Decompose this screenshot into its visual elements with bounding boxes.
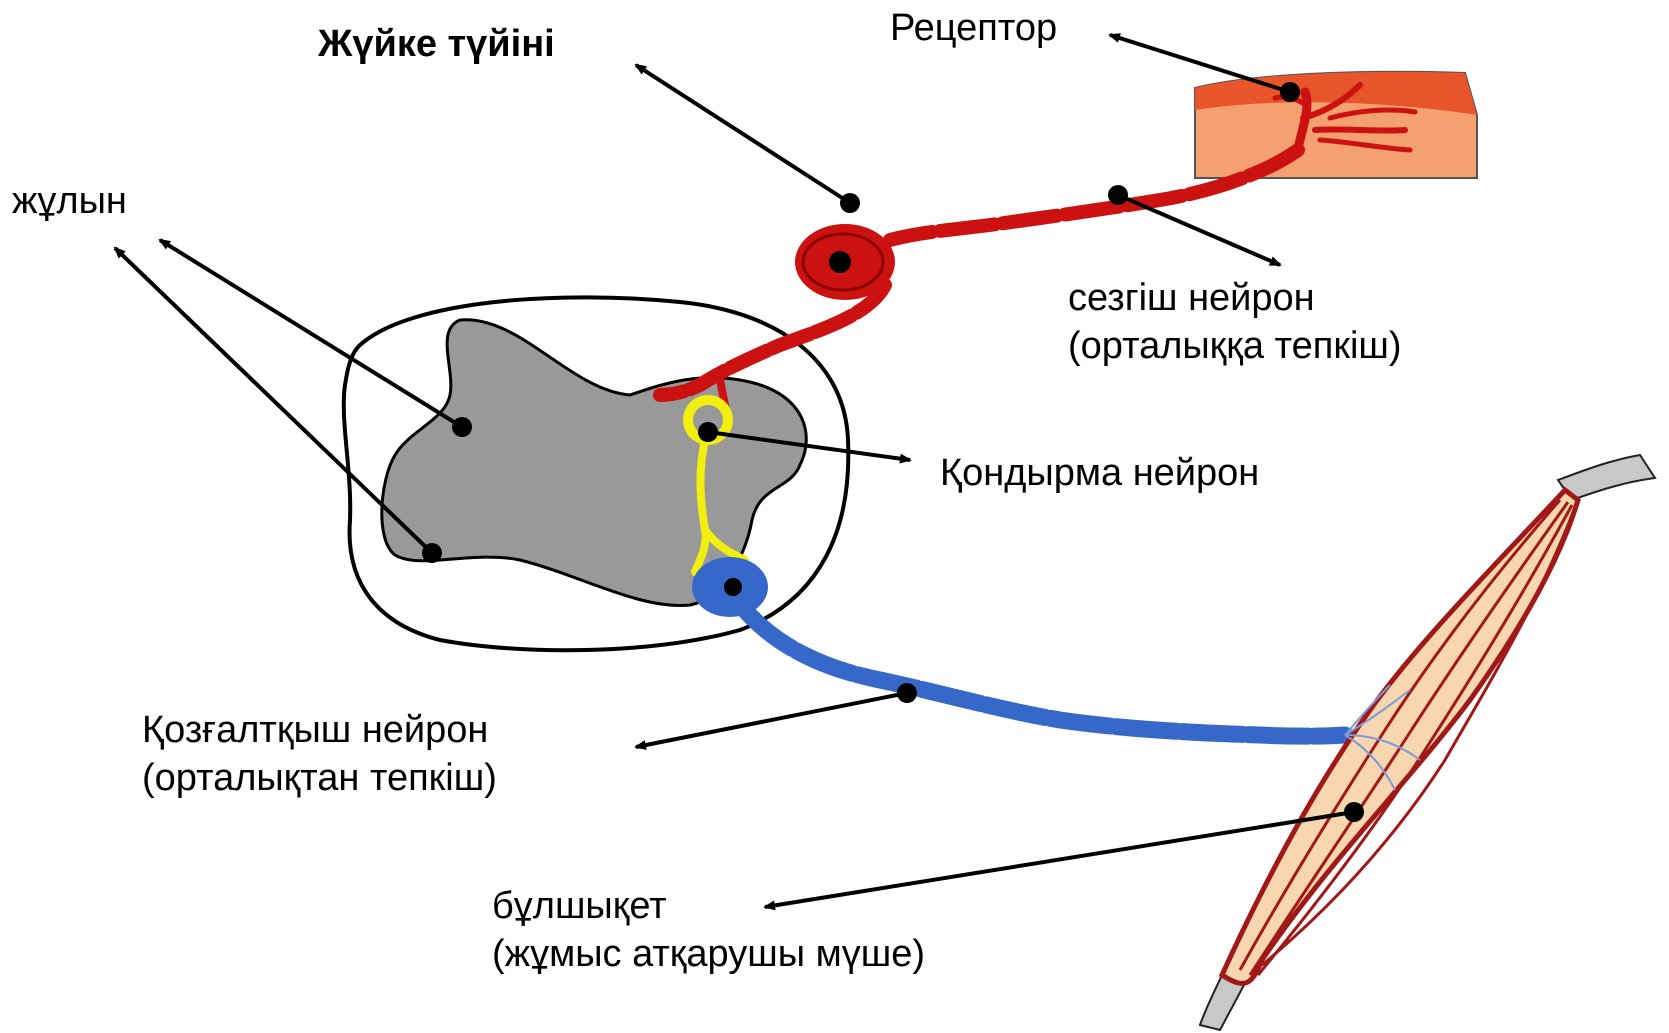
label-interneuron: Қондырма нейрон (940, 452, 1259, 494)
label-spinal-cord: жұлын (12, 180, 127, 222)
label-receptor: Рецептор (890, 7, 1057, 49)
label-motor-neuron-1: Қозғалтқыш нейрон (142, 709, 488, 751)
arrow-spinal-outline (115, 248, 432, 553)
label-sensory-neuron-1: сезгіш нейрон (1068, 277, 1315, 319)
arrow-motor (636, 693, 907, 747)
label-motor-neuron-2: (орталықтан тепкіш) (142, 757, 497, 799)
ganglion-nucleus (829, 251, 851, 273)
arrow-sensory (1118, 195, 1280, 265)
motor-nucleus (724, 578, 742, 596)
label-muscle-1: бұлшықет (492, 885, 667, 927)
receptor-tissue (1195, 72, 1477, 178)
label-ganglion: Жүйке түйіні (317, 23, 555, 65)
motor-neuron (692, 557, 1345, 736)
arrow-ganglion (636, 65, 850, 203)
motor-axon (745, 610, 1345, 736)
arrow-receptor (1110, 35, 1290, 92)
label-sensory-neuron-2: (орталыққа тепкіш) (1068, 325, 1402, 367)
label-muscle-2: (жұмыс атқарушы мүше) (492, 933, 925, 975)
